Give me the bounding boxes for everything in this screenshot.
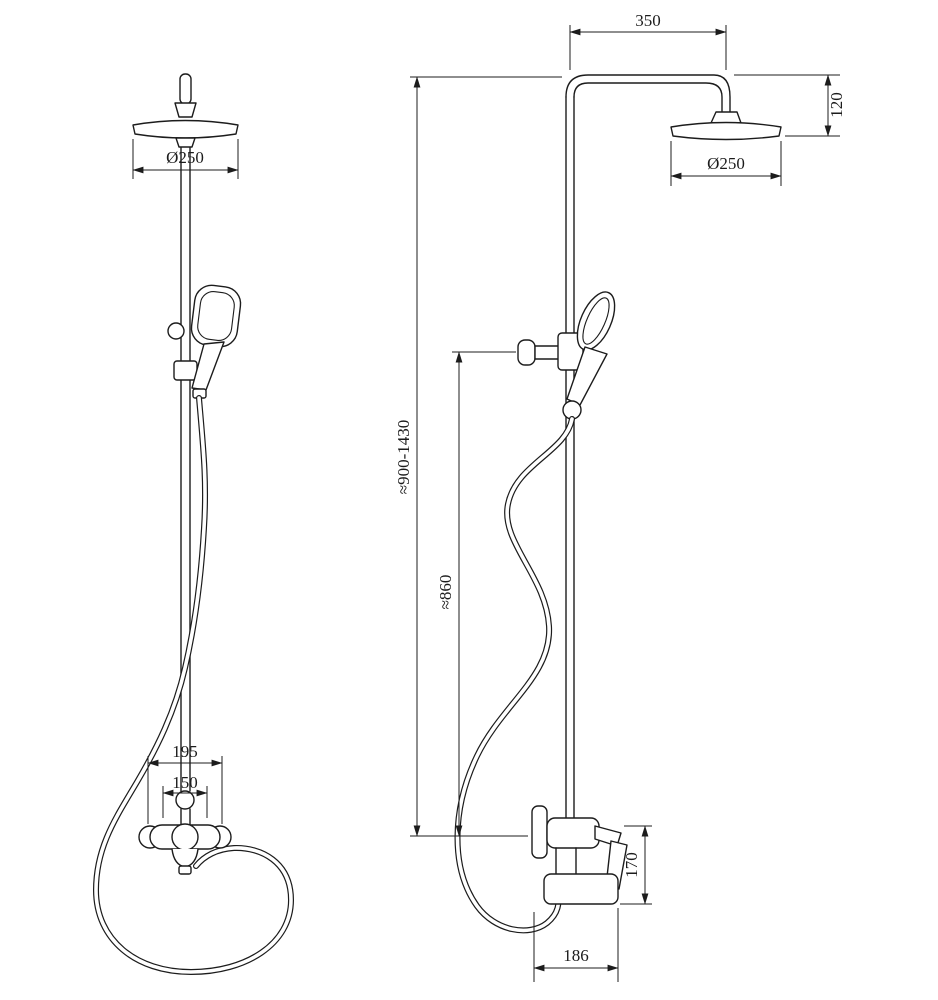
dim-front-head-diameter: Ø250	[166, 148, 204, 167]
side-riser-pipe	[565, 74, 731, 819]
dim-side-arm-reach: 350	[635, 11, 661, 30]
front-view: Ø250 195 150	[92, 73, 295, 976]
dim-side-head-drop: 120	[827, 92, 846, 118]
front-overhead-shower	[132, 73, 239, 148]
dim-side-hose-outlet-height: ≈860	[436, 575, 455, 610]
dim-side-head-diameter: Ø250	[707, 154, 745, 173]
front-hand-shower	[190, 284, 242, 399]
side-mixer	[531, 805, 628, 905]
dim-side-mixer-height: 170	[622, 852, 641, 878]
front-dimensions: Ø250 195 150	[132, 139, 239, 824]
side-shower-hose	[454, 416, 575, 934]
front-shower-hose	[92, 395, 295, 976]
side-hand-shower	[562, 291, 616, 420]
side-slider-bracket	[517, 332, 584, 371]
front-riser-pipe	[180, 146, 191, 792]
dim-front-inlet-spacing: 150	[172, 773, 198, 792]
side-dimensions: 350 120 Ø250 ≈900-1430 ≈860 170	[394, 11, 846, 982]
dim-front-mixer-width: 195	[172, 742, 198, 761]
dim-side-spout-reach: 186	[563, 946, 589, 965]
side-overhead-shower	[670, 111, 782, 141]
dim-side-total-height: ≈900-1430	[394, 420, 413, 495]
front-slider-bracket	[167, 322, 198, 381]
side-view: 350 120 Ø250 ≈900-1430 ≈860 170	[394, 11, 846, 982]
front-mixer	[138, 790, 232, 875]
